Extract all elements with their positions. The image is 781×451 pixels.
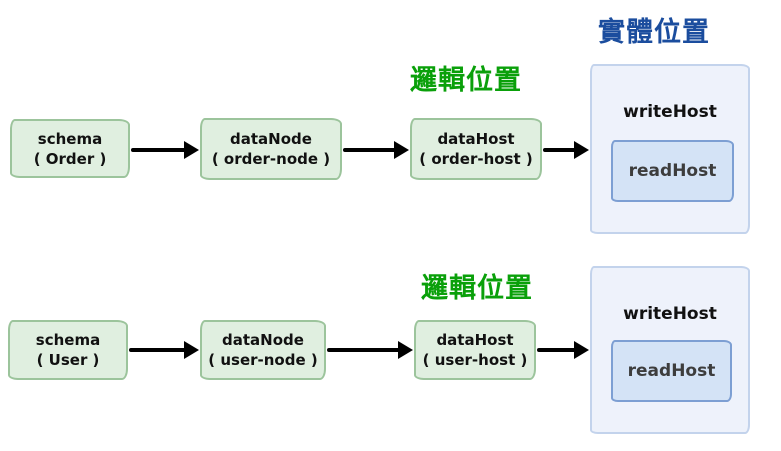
datanode-order-box: dataNode ( order-node ) [200,118,342,180]
datanode-user-box: dataNode ( user-node ) [200,320,326,380]
schema-order-box: schema ( Order ) [10,119,130,178]
arrow-head-icon [184,141,199,159]
schema-order-name: ( Order ) [33,149,107,168]
readhost-order-box: readHost [611,140,734,202]
schema-user-title: schema [35,331,101,349]
logical-location-label-user: 邏輯位置 [421,273,533,304]
datahost-order-box: dataHost ( order-host ) [410,118,542,180]
schema-user-name: ( User ) [36,351,100,369]
arrow-shaft [131,148,187,152]
readhost-user-box: readHost [611,340,732,402]
datanode-order-name: ( order-node ) [211,150,331,168]
arrow-head-icon [184,341,199,359]
arrow-head-icon [574,341,589,359]
readhost-order-label: readHost [628,161,717,181]
arrow-head-icon [574,141,589,159]
arrow-user-datahost-to-physical [537,341,589,359]
datahost-user-box: dataHost ( user-host ) [414,320,536,380]
arrow-shaft [327,348,401,352]
readhost-user-label: readHost [627,361,716,381]
physical-host-user-box: writeHost readHost [590,266,750,434]
datahost-order-title: dataHost [437,130,515,148]
arrow-user-datanode-to-datahost [327,341,413,359]
arrow-shaft [537,348,577,352]
writehost-user-label: writeHost [623,304,717,324]
datahost-order-name: ( order-host ) [419,150,533,168]
datanode-user-name: ( user-node ) [208,351,318,369]
arrow-shaft [543,148,577,152]
arrow-shaft [343,148,397,152]
schema-user-box: schema ( User ) [8,320,128,380]
datahost-user-name: ( user-host ) [422,351,528,369]
arrow-user-schema-to-datanode [129,341,199,359]
arrow-order-datanode-to-datahost [343,141,409,159]
logical-location-label-order: 邏輯位置 [410,65,522,96]
arrow-shaft [129,348,187,352]
writehost-order-label: writeHost [623,102,717,122]
datanode-user-title: dataNode [222,331,304,349]
schema-order-title: schema [37,129,103,148]
physical-location-label: 實體位置 [598,17,710,48]
physical-host-order-box: writeHost readHost [590,64,750,234]
arrow-head-icon [394,141,409,159]
arrow-order-datahost-to-physical [543,141,589,159]
arrow-order-schema-to-datanode [131,141,199,159]
datahost-user-title: dataHost [436,331,514,349]
datanode-order-title: dataNode [230,130,312,148]
arrow-head-icon [398,341,413,359]
